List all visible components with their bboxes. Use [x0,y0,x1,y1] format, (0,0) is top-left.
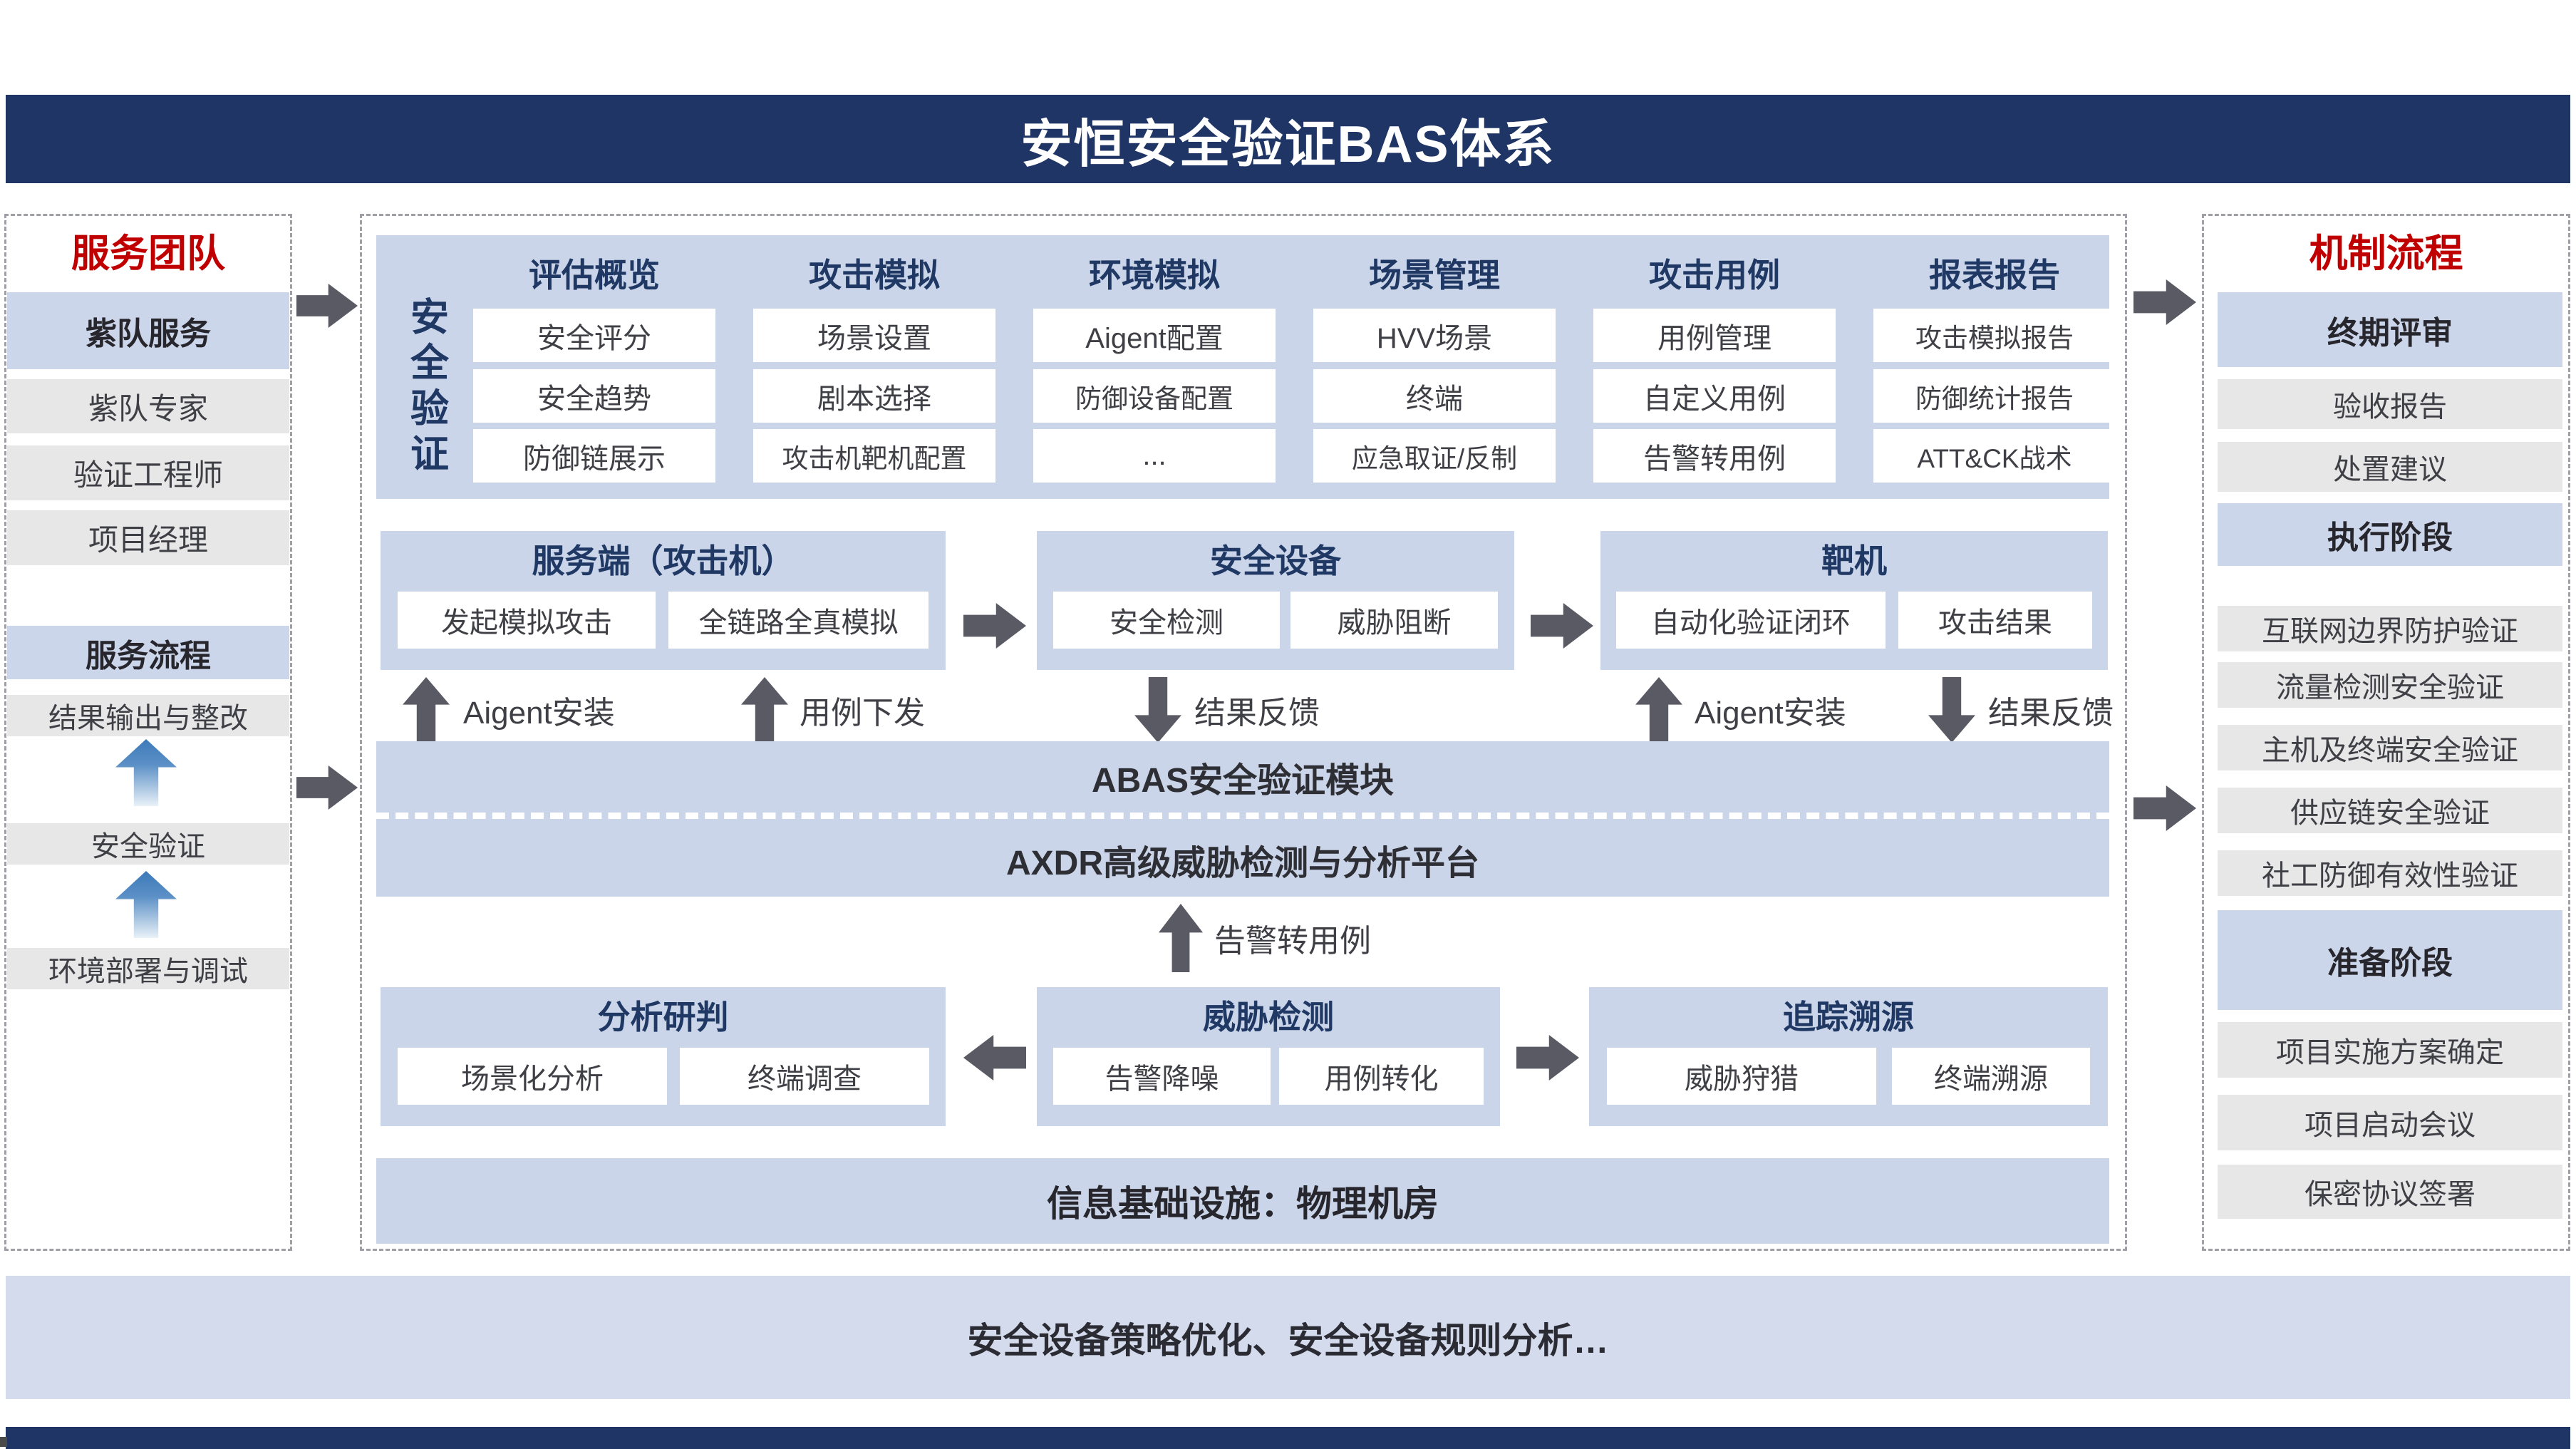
corner-dot [0,1437,7,1447]
matrix-cell: 防御链展示 [473,429,715,483]
left-panel-title: 服务团队 [71,232,225,275]
abas-module-label: ABAS安全验证模块 [376,741,2109,819]
left-row-project-manager: 项目经理 [7,510,289,565]
right-row-execution-phase: 执行阶段 [2218,503,2562,566]
footer-bar: 安全设备策略优化、安全设备规则分析… [6,1276,2570,1399]
matrix-cell: 安全趋势 [473,369,715,423]
left-row-result-output: 结果输出与整改 [7,695,289,736]
right-row-host-terminal: 主机及终端安全验证 [2218,725,2562,770]
col-header-scenario-management: 场景管理 [1369,257,1500,294]
col-header-assessment-overview: 评估概览 [529,257,660,294]
flow-label-aigent-install: Aigent安装 [463,696,615,731]
left-row-env-deploy: 环境部署与调试 [7,948,289,989]
right-row-final-review: 终期评审 [2218,292,2562,367]
axdr-platform-label: AXDR高级威胁检测与分析平台 [1005,845,1479,882]
right-row-acceptance-report: 验收报告 [2218,379,2562,429]
block-header: 追踪溯源 [1783,999,1914,1036]
matrix-cell: 攻击机靶机配置 [753,429,995,483]
block-cell: 全链路全真模拟 [668,592,929,649]
block-header: 威胁检测 [1203,999,1334,1036]
flow-label-usecase-dispatch: 用例下发 [800,696,925,731]
security-device-block: 安全设备 安全检测 威胁阻断 [1037,531,1514,670]
left-row-purple-team-expert: 紫队专家 [7,379,289,433]
matrix-cell: 安全评分 [473,309,715,362]
block-cell: 终端溯源 [1892,1048,2090,1105]
matrix-cell: ... [1033,429,1276,483]
matrix-cell: 防御统计报告 [1873,369,2116,423]
col-header-attack-simulation: 攻击模拟 [809,257,940,294]
arrow-right-icon [2133,785,2196,831]
block-cell: 自动化验证闭环 [1616,592,1886,649]
right-row-internet-boundary: 互联网边界防护验证 [2218,606,2562,651]
right-row-preparation-phase: 准备阶段 [2218,910,2562,1010]
block-header: 服务端（攻击机） [532,542,795,579]
arrow-right-icon [296,765,358,810]
flow-label-result-feedback: 结果反馈 [1988,696,2114,731]
block-cell: 场景化分析 [398,1048,667,1105]
flow-label-aigent-install: Aigent安装 [1695,696,1846,731]
right-row-implementation-plan: 项目实施方案确定 [2218,1022,2562,1078]
matrix-cell: 终端 [1313,369,1556,423]
matrix-cell: 场景设置 [753,309,995,362]
block-cell: 用例转化 [1279,1048,1484,1105]
bottom-strip [6,1427,2570,1449]
platform-block: ABAS安全验证模块 AXDR高级威胁检测与分析平台 [376,741,2109,897]
flow-label-result-feedback: 结果反馈 [1194,696,1320,731]
infrastructure-bar: 信息基础设施：物理机房 [376,1158,2109,1244]
block-cell: 安全检测 [1053,592,1280,649]
matrix-cell: 应急取证/反制 [1313,429,1556,483]
attacker-server-block: 服务端（攻击机） 发起模拟攻击 全链路全真模拟 [381,531,946,670]
matrix-cell: 防御设备配置 [1033,369,1276,423]
security-validation-vertical-label: 安全验证 [404,296,448,479]
col-header-reports: 报表报告 [1929,257,2060,294]
right-row-nda-signing: 保密协议签署 [2218,1165,2562,1219]
matrix-cell: 用例管理 [1593,309,1836,362]
matrix-cell: 剧本选择 [753,369,995,423]
block-cell: 威胁狩猎 [1607,1048,1876,1105]
right-row-social-engineering: 社工防御有效性验证 [2218,850,2562,896]
matrix-cell: 攻击模拟报告 [1873,309,2116,362]
block-header: 安全设备 [1210,542,1341,579]
left-row-purple-team-service: 紫队服务 [7,292,289,369]
threat-detection-block: 威胁检测 告警降噪 用例转化 [1037,987,1500,1126]
right-row-disposal-advice: 处置建议 [2218,442,2562,492]
matrix-cell: 自定义用例 [1593,369,1836,423]
left-row-service-process: 服务流程 [7,626,289,679]
arrow-right-icon [2133,279,2196,325]
right-panel-title: 机制流程 [2309,232,2463,275]
right-row-kickoff-meeting: 项目启动会议 [2218,1095,2562,1150]
matrix-cell: 告警转用例 [1593,429,1836,483]
matrix-cell: HVV场景 [1313,309,1556,362]
flow-label-alert-to-usecase: 告警转用例 [1214,924,1371,959]
block-header: 靶机 [1821,542,1887,579]
left-row-security-validation: 安全验证 [7,823,289,865]
arrow-right-icon [296,284,358,328]
trace-source-block: 追踪溯源 威胁狩猎 终端溯源 [1589,987,2108,1126]
right-row-supply-chain: 供应链安全验证 [2218,788,2562,833]
block-cell: 攻击结果 [1898,592,2092,649]
block-cell: 发起模拟攻击 [398,592,656,649]
block-cell: 终端调查 [680,1048,929,1105]
right-row-traffic-detection: 流量检测安全验证 [2218,662,2562,708]
matrix-cell: ATT&CK战术 [1873,429,2116,483]
block-header: 分析研判 [597,999,729,1036]
block-cell: 告警降噪 [1053,1048,1271,1105]
block-cell: 威胁阻断 [1290,592,1498,649]
left-row-validation-engineer: 验证工程师 [7,445,289,500]
col-header-attack-usecases: 攻击用例 [1649,257,1780,294]
col-header-environment-simulation: 环境模拟 [1089,257,1220,294]
analysis-judgement-block: 分析研判 场景化分析 终端调查 [381,987,946,1126]
page-title: 安恒安全验证BAS体系 [6,95,2570,183]
matrix-cell: Aigent配置 [1033,309,1276,362]
target-machine-block: 靶机 自动化验证闭环 攻击结果 [1600,531,2108,670]
